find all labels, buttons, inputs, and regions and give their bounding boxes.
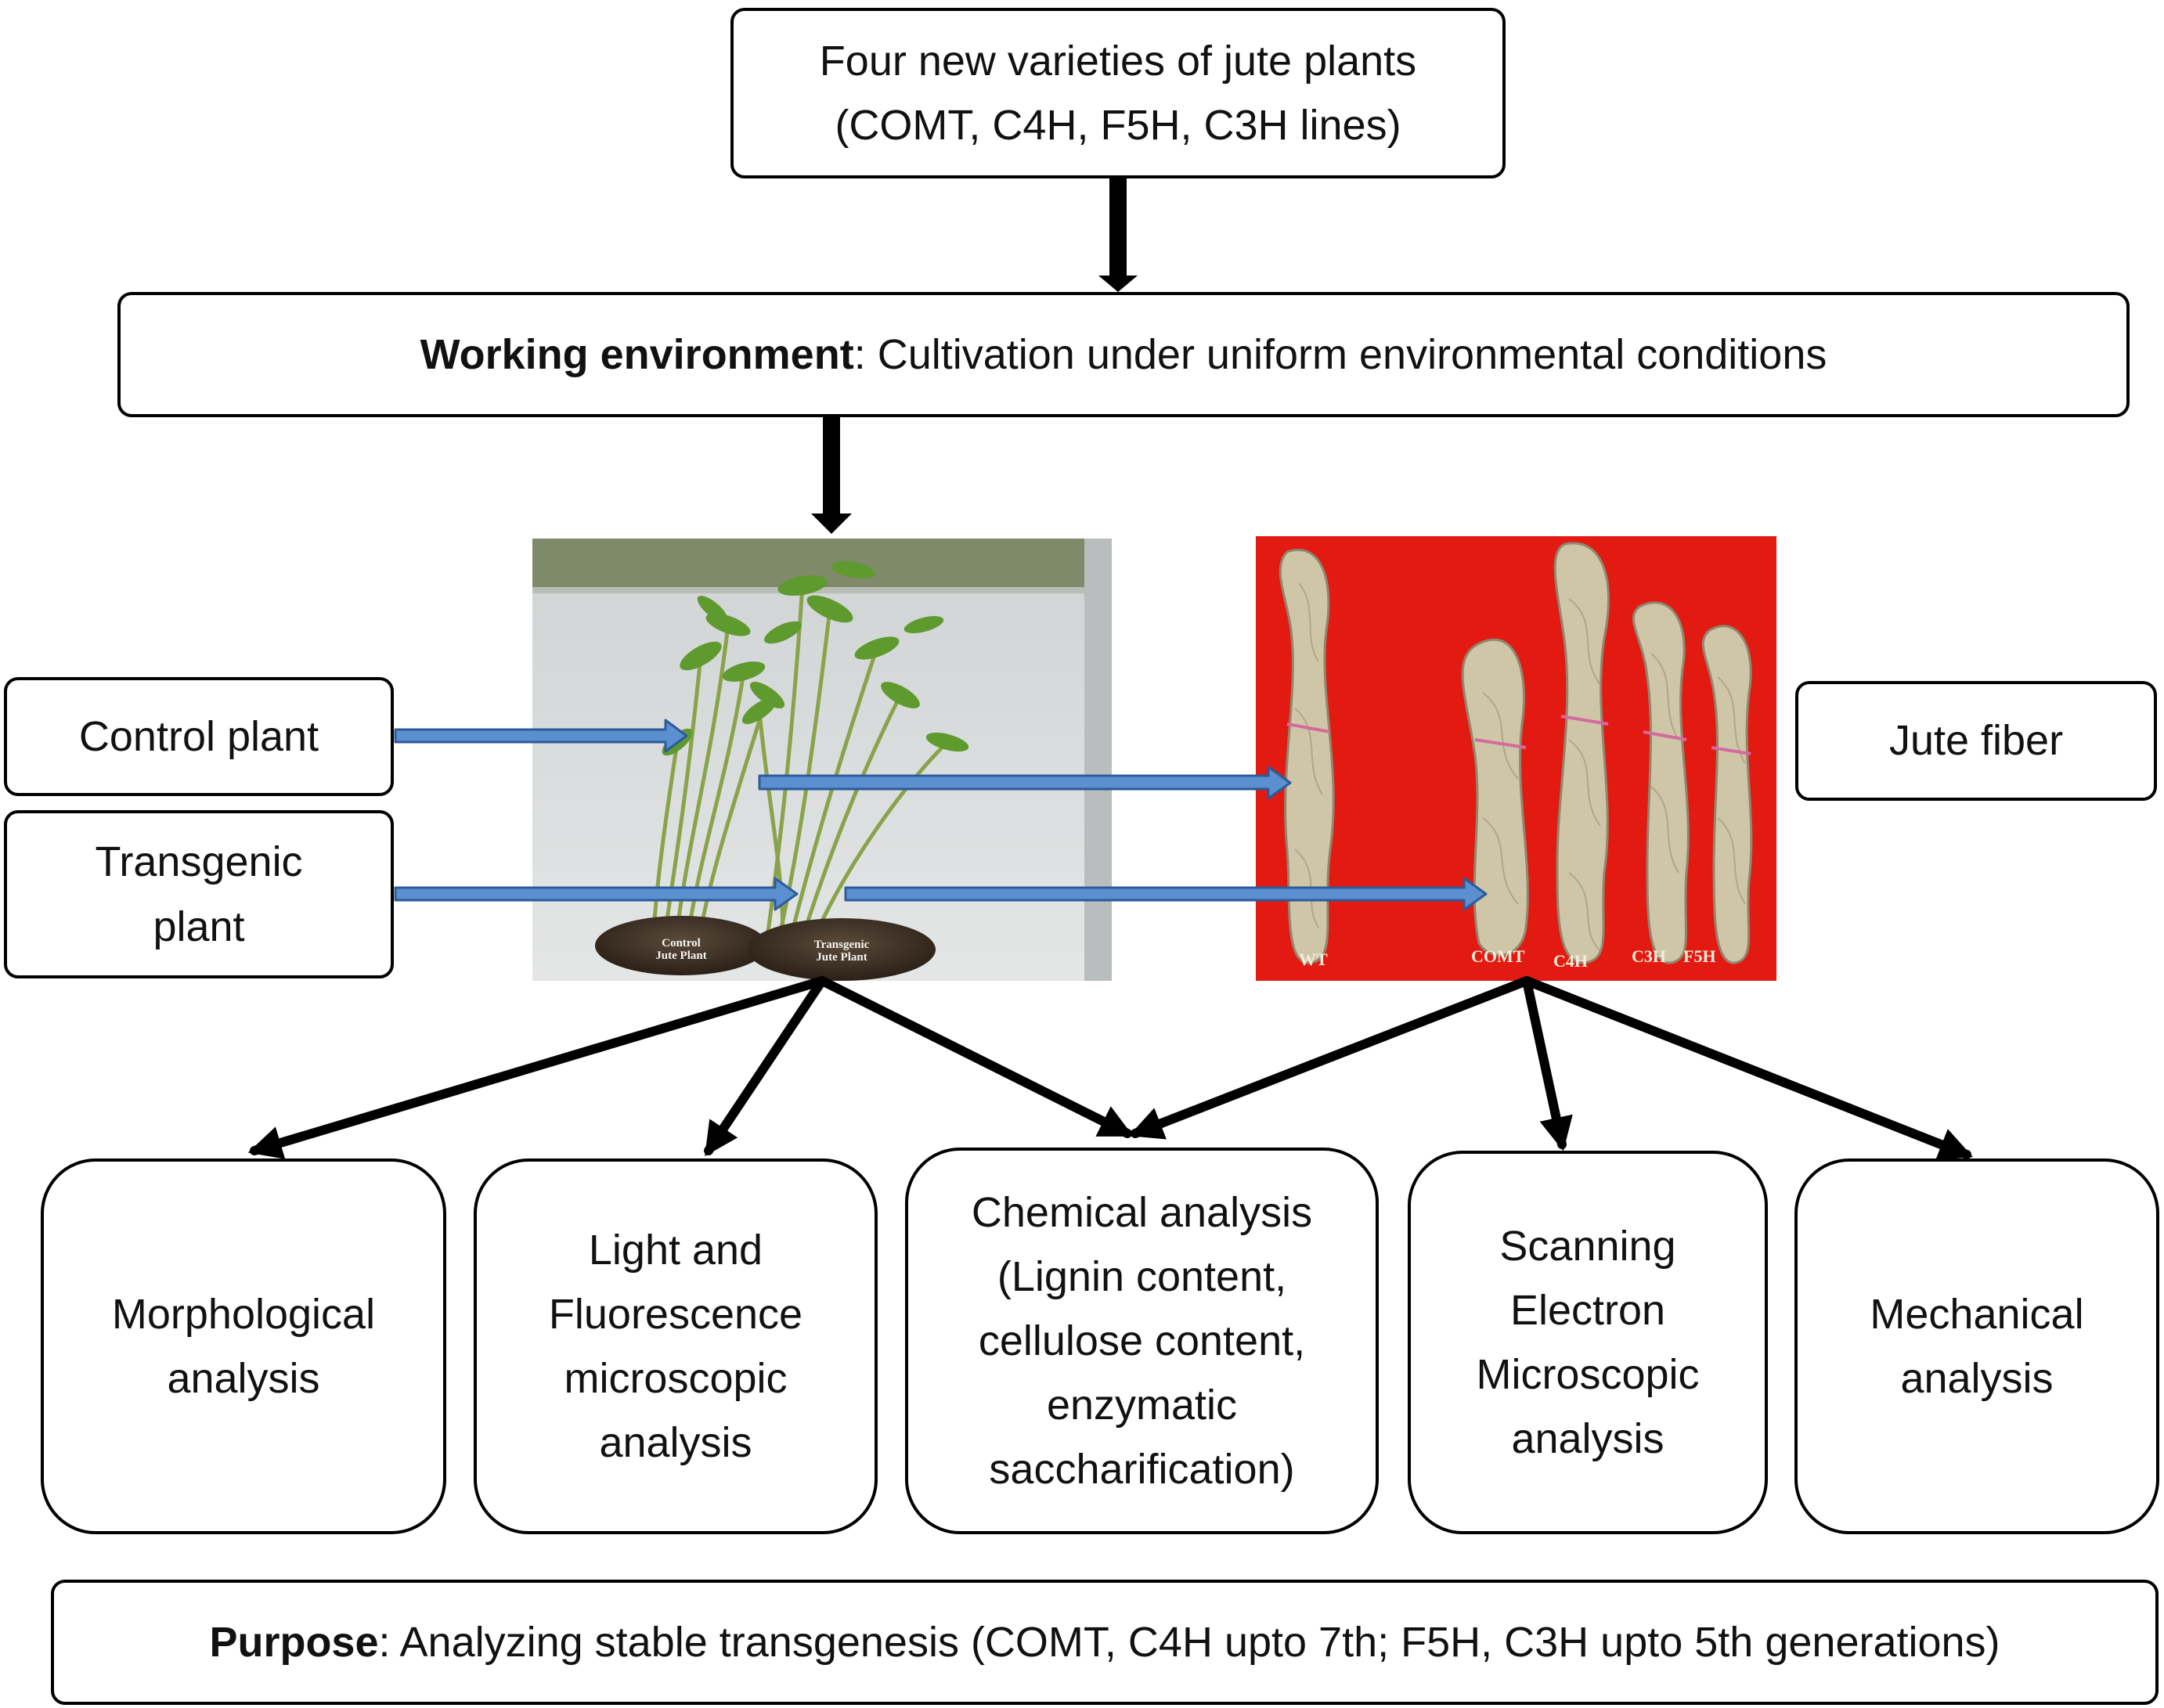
mechanical-line-1: Mechanical [1870, 1290, 2084, 1338]
purpose-box: Purpose: Analyzing stable transgenesis (… [51, 1580, 2159, 1705]
chemical-analysis-box: Chemical analysis (Lignin content, cellu… [905, 1148, 1379, 1534]
transgenic-plant-box: Transgenic plant [4, 810, 394, 978]
transgenic-pot-label: Transgenic Jute Plant [813, 939, 870, 964]
purpose-description: : Analyzing stable transgenesis (COMT, C… [378, 1618, 2000, 1666]
arrow-plant-to-microscopy [704, 976, 827, 1157]
chemical-line-3: cellulose content, [978, 1317, 1306, 1364]
fiber-label-comt: COMT [1471, 946, 1525, 966]
fiber-label-c3h: C3H [1632, 946, 1666, 966]
jute-fiber-photo: WT COMT C4H C3H F5H [1256, 536, 1776, 981]
chemical-line-4: enzymatic [1046, 1382, 1238, 1429]
chemical-line-1: Chemical analysis [971, 1188, 1313, 1236]
control-plant-box: Control plant [4, 677, 394, 796]
transgenic-plant-line-1: Transgenic [95, 838, 303, 886]
varieties-line-1: Four new varieties of jute plants [819, 37, 1417, 85]
jute-fiber-box: Jute fiber [1795, 681, 2157, 801]
pointer-transgenic-to-plant [394, 877, 799, 911]
environment-label: Working environment [420, 330, 854, 378]
arrow-plant-to-chemical [817, 976, 1134, 1138]
environment-box: Working environment: Cultivation under u… [117, 292, 2130, 417]
fiber-label-wt: WT [1299, 949, 1328, 969]
purpose-label: Purpose [209, 1618, 379, 1666]
morphological-analysis-box: Morphological analysis [41, 1158, 446, 1534]
varieties-box: Four new varieties of jute plants (COMT,… [730, 8, 1506, 178]
arrow-fiber-to-mechanical [1522, 976, 1974, 1161]
environment-description: : Cultivation under uniform environmenta… [853, 330, 1827, 378]
mechanical-line-2: analysis [1900, 1355, 2054, 1402]
fiber-label-f5h: F5H [1683, 946, 1716, 966]
microscopy-line-1: Light and [588, 1226, 763, 1274]
environment-text: Working environment: Cultivation under u… [420, 323, 1827, 387]
sem-line-3: Microscopic [1476, 1351, 1700, 1398]
arrow-plant-to-morphological [247, 976, 827, 1159]
microscopy-line-4: analysis [599, 1419, 752, 1467]
jute-fiber-label: Jute fiber [1888, 717, 2064, 765]
sem-line-2: Electron [1509, 1286, 1666, 1334]
arrow-environment-to-photo-head [811, 513, 852, 534]
sem-line-4: analysis [1511, 1415, 1664, 1463]
control-plant-label: Control plant [78, 712, 319, 760]
jute-plant-image [532, 539, 1112, 981]
varieties-line-2: (COMT, C4H, F5H, C3H lines) [835, 102, 1401, 149]
fiber-label-c4h: C4H [1553, 951, 1588, 971]
control-pot-label: Control Jute Plant [655, 937, 707, 962]
pointer-transgenic-plant-to-fiber [844, 877, 1488, 911]
mechanical-analysis-box: Mechanical analysis [1794, 1158, 2159, 1534]
chemical-line-5: saccharification) [989, 1446, 1295, 1494]
sem-line-1: Scanning [1499, 1222, 1676, 1270]
arrow-fiber-to-chemical [1128, 976, 1531, 1140]
arrow-fiber-to-sem [1522, 976, 1573, 1151]
pointer-control-to-plant [394, 719, 688, 753]
chemical-line-2: (Lignin content, [997, 1252, 1287, 1300]
arrow-varieties-to-environment-head [1098, 276, 1138, 292]
pointer-control-plant-to-fiber [758, 766, 1292, 800]
morphological-line-2: analysis [167, 1355, 320, 1402]
microscopy-line-2: Fluorescence [548, 1290, 803, 1338]
purpose-text: Purpose: Analyzing stable transgenesis (… [209, 1610, 2000, 1674]
sem-analysis-box: Scanning Electron Microscopic analysis [1408, 1151, 1768, 1534]
jute-fiber-image [1256, 536, 1776, 981]
jute-plant-photo: Control Jute Plant Transgenic Jute Plant [532, 539, 1112, 981]
transgenic-plant-line-2: plant [153, 903, 245, 950]
microscopy-analysis-box: Light and Fluorescence microscopic analy… [474, 1158, 878, 1534]
microscopy-line-3: microscopic [564, 1355, 788, 1402]
morphological-line-1: Morphological [111, 1290, 376, 1338]
